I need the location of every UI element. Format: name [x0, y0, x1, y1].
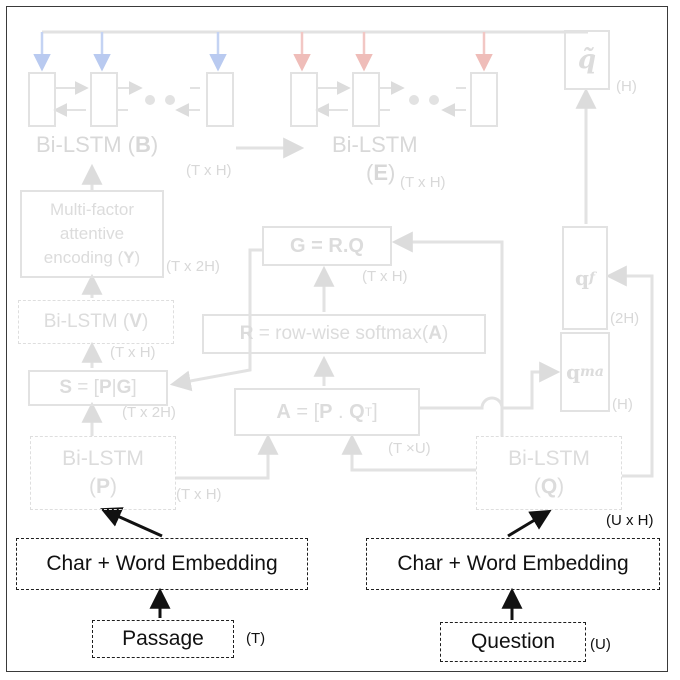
diagram-frame	[6, 6, 668, 672]
multi-factor-line3-text: encoding	[43, 248, 113, 267]
lstm-e-recurrence	[315, 81, 466, 117]
question-embedding-text: Char + Word Embedding	[397, 552, 629, 575]
bilstm-e-symbol-wrap: (E)	[366, 160, 396, 185]
lstm-e-cell	[470, 72, 498, 127]
g-box-dim: (T x H)	[362, 268, 408, 285]
ellipsis-dot	[409, 95, 419, 105]
q-f-symbol: q	[574, 266, 589, 290]
r-box-symbol: A	[428, 323, 442, 344]
ellipsis-dot	[165, 95, 175, 105]
bilstm-v-box: Bi-LSTM (V)	[18, 300, 174, 344]
r-box: R = row-wise softmax(A)	[202, 314, 486, 354]
bilstm-q-box: Bi-LSTM (Q)	[476, 436, 622, 510]
question-dim: (U)	[590, 636, 611, 653]
s-box-sep: |	[111, 377, 117, 398]
q-f-sub: f	[588, 270, 595, 286]
q-ma-symbol: q	[566, 360, 581, 384]
arrow-q-to-qf	[605, 265, 654, 478]
a-box-sup: T	[364, 405, 373, 419]
lstm-b-recurrence	[53, 81, 200, 117]
q-f-dim: (2H)	[610, 310, 640, 327]
bilstm-v-symbol: V	[129, 311, 142, 332]
multi-factor-line2: attentive	[59, 224, 125, 243]
lstm-e-cell	[352, 72, 380, 127]
a-box-dim: (T ×U)	[388, 440, 431, 457]
bilstm-p-dim: (T x H)	[176, 486, 222, 503]
s-box-sym2: G	[116, 377, 132, 398]
q-ma-dim: (H)	[612, 396, 633, 413]
question-input-box: Question	[440, 622, 586, 662]
multi-factor-symbol: Y	[123, 248, 135, 267]
g-box: G = R.Q	[262, 226, 392, 266]
bilstm-b-dim: (T x H)	[186, 162, 232, 179]
q-ma-sub: ma	[580, 364, 604, 380]
bilstm-v-dim: (T x H)	[110, 344, 156, 361]
ellipsis-dot	[145, 95, 155, 105]
bilstm-p-name: Bi-LSTM	[62, 447, 144, 470]
multi-factor-line3: encoding (Y)	[43, 248, 141, 267]
passage-embedding-text: Char + Word Embedding	[46, 552, 278, 575]
bilstm-q-symbol-wrap: (Q)	[533, 475, 565, 498]
bilstm-p-symbol: P	[95, 475, 110, 498]
arrow-embed-to-p	[100, 507, 163, 538]
lstm-e-cell	[290, 72, 318, 127]
s-box-prefix: S	[59, 377, 73, 398]
arrow-q-to-g	[391, 231, 504, 436]
qtilde-broadcast-line	[33, 30, 588, 72]
arrow-q-to-a	[341, 433, 476, 472]
bilstm-e-name: Bi-LSTM	[332, 132, 418, 157]
bilstm-e-symbol: E	[373, 160, 389, 185]
arrow-embed-to-q	[507, 509, 552, 538]
bilstm-p-box: Bi-LSTM (P)	[30, 436, 176, 510]
g-box-text: G = R.Q	[290, 234, 364, 257]
a-box-sym1: P	[319, 400, 333, 423]
passage-embedding-box: Char + Word Embedding	[16, 538, 308, 590]
r-box-prefix: R	[239, 323, 254, 344]
multi-factor-box: Multi-factor attentive encoding (Y)	[20, 190, 164, 278]
question-embedding-box: Char + Word Embedding	[366, 538, 660, 590]
a-box-suffix: ]	[372, 400, 378, 423]
q-tilde-symbol: q̃	[577, 45, 597, 75]
q-tilde-box: q̃	[564, 30, 610, 90]
bilstm-v-name: Bi-LSTM	[43, 311, 118, 332]
multi-factor-line1: Multi-factor	[49, 200, 135, 219]
s-box-suffix: ]	[131, 377, 137, 398]
passage-input-box: Passage	[92, 620, 234, 658]
bilstm-p-symbol-wrap: (P)	[88, 475, 117, 498]
s-box-text: = [	[72, 377, 99, 398]
arrow-p-to-a	[176, 433, 279, 480]
q-tilde-dim: (H)	[616, 78, 637, 95]
a-box-text: = [	[290, 400, 320, 423]
ellipsis-dot	[429, 95, 439, 105]
lstm-b-cell	[90, 72, 118, 127]
a-box-sym2: Q	[349, 400, 365, 423]
a-box-prefix: A	[276, 400, 291, 423]
bilstm-e-dim: (T x H)	[400, 174, 446, 191]
bilstm-b-label: Bi-LSTM (B)	[36, 132, 159, 157]
bilstm-q-symbol: Q	[540, 475, 558, 498]
multi-factor-dim: (T x 2H)	[166, 258, 220, 275]
bilstm-b-symbol: B	[135, 132, 151, 157]
arrow-g-to-s	[169, 248, 264, 392]
s-box-dim: (T x 2H)	[122, 404, 176, 421]
lstm-b-cell	[206, 72, 234, 127]
s-box: S = [P|G]	[28, 370, 168, 406]
bilstm-q-name: Bi-LSTM	[508, 447, 590, 470]
r-box-suffix: )	[441, 323, 449, 344]
bilstm-e-label: Bi-LSTM	[332, 132, 418, 158]
question-text: Question	[470, 630, 556, 653]
bilstm-q-dim: (U x H)	[606, 512, 654, 529]
arrow-a-to-qma	[420, 361, 561, 410]
s-box-sym1: P	[98, 377, 112, 398]
bilstm-b-name: Bi-LSTM	[36, 132, 122, 157]
r-box-text: = row-wise softmax(	[253, 323, 429, 344]
passage-dim: (T)	[246, 630, 266, 647]
a-box-mid: .	[332, 400, 350, 423]
passage-text: Passage	[122, 627, 204, 650]
lstm-b-cell	[28, 72, 56, 127]
